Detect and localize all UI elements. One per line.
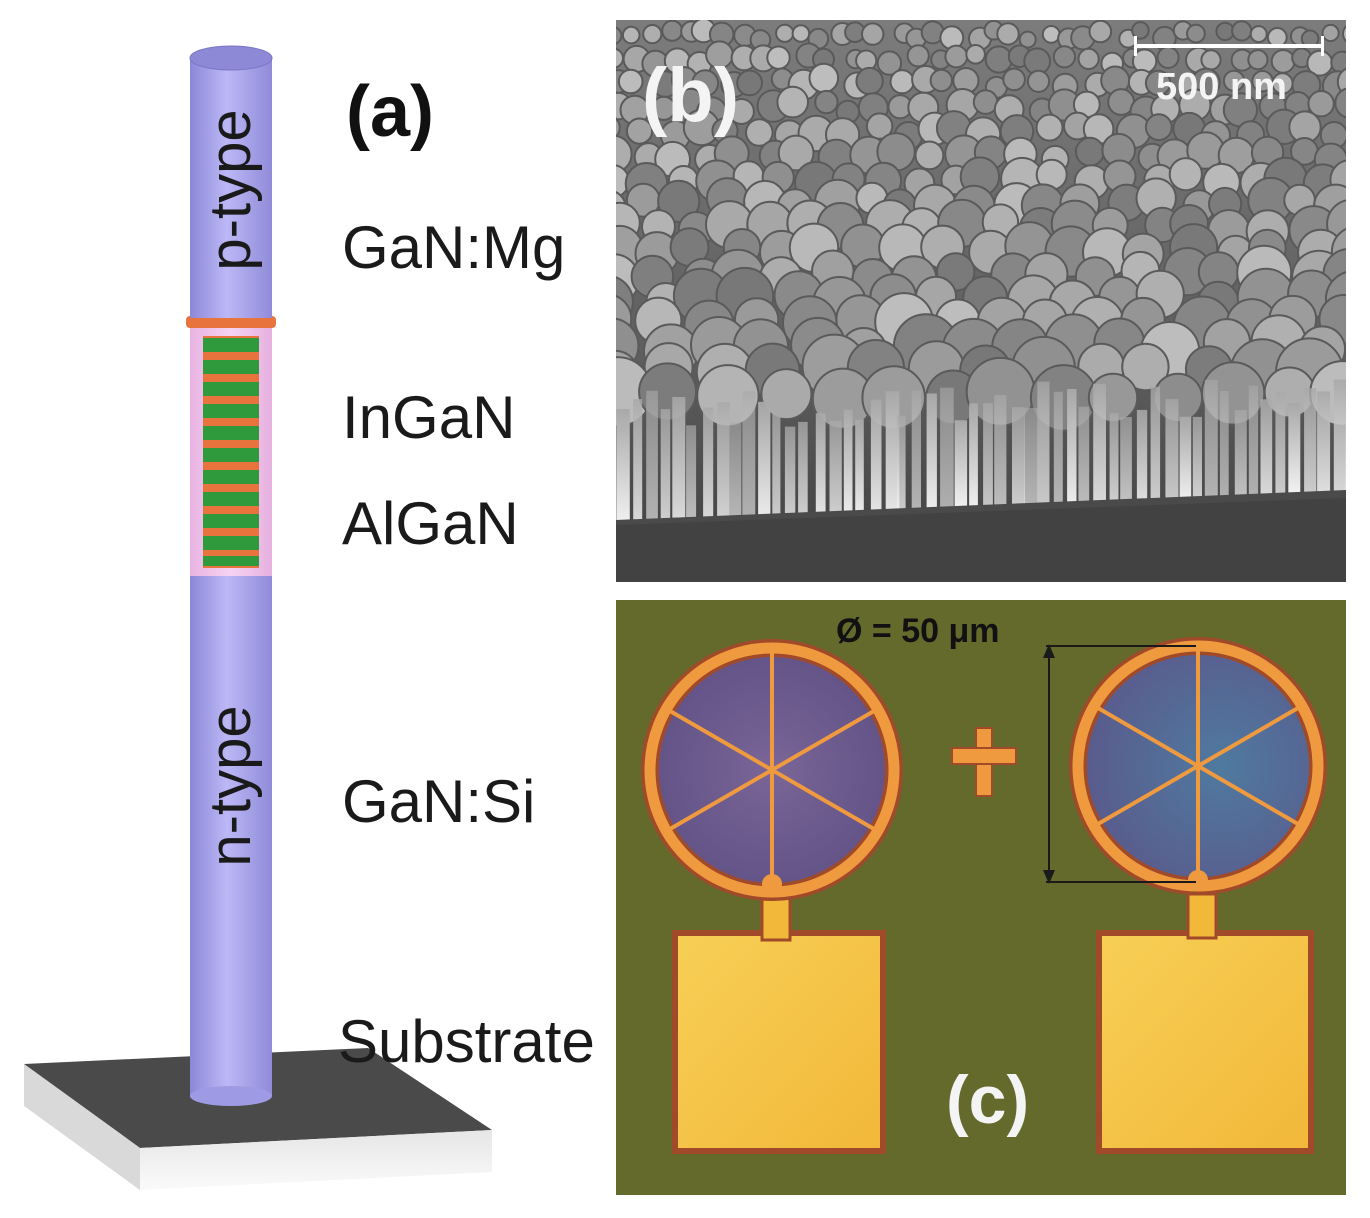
panel-c-label: (c)	[946, 1062, 1030, 1138]
diameter-label: Ø = 50 μm	[836, 612, 1000, 650]
n-type-rod	[190, 574, 272, 1106]
left-device	[641, 639, 903, 1154]
active-region	[190, 326, 272, 576]
gan-mg-label: GaN:Mg	[342, 214, 566, 281]
algan-label: AlGaN	[342, 490, 519, 557]
panel-a-label: (a)	[346, 72, 434, 152]
nanowire-schematic	[24, 45, 492, 1190]
right-device	[1069, 637, 1327, 1154]
ingan-label: InGaN	[342, 384, 516, 451]
p-type-label: p-type	[198, 109, 263, 271]
optical-micrograph	[616, 600, 1346, 1195]
alignment-cross	[951, 727, 1017, 797]
scale-bar-cap-left	[1134, 36, 1137, 56]
substrate-label: Substrate	[338, 1008, 595, 1075]
panel-b-label: (b)	[642, 53, 740, 138]
sem-image	[616, 20, 1346, 582]
scale-bar	[1134, 44, 1324, 48]
mqw-stack	[203, 338, 259, 566]
scale-bar-cap-right	[1321, 36, 1324, 56]
n-type-label: n-type	[198, 705, 263, 867]
p-type-rod	[189, 45, 273, 318]
ebl-layer	[186, 316, 276, 328]
scale-bar-label: 500 nm	[1156, 66, 1287, 108]
nanowire-sidewalls	[616, 379, 1346, 520]
diameter-dimension	[1043, 644, 1196, 884]
gan-si-label: GaN:Si	[342, 768, 536, 835]
